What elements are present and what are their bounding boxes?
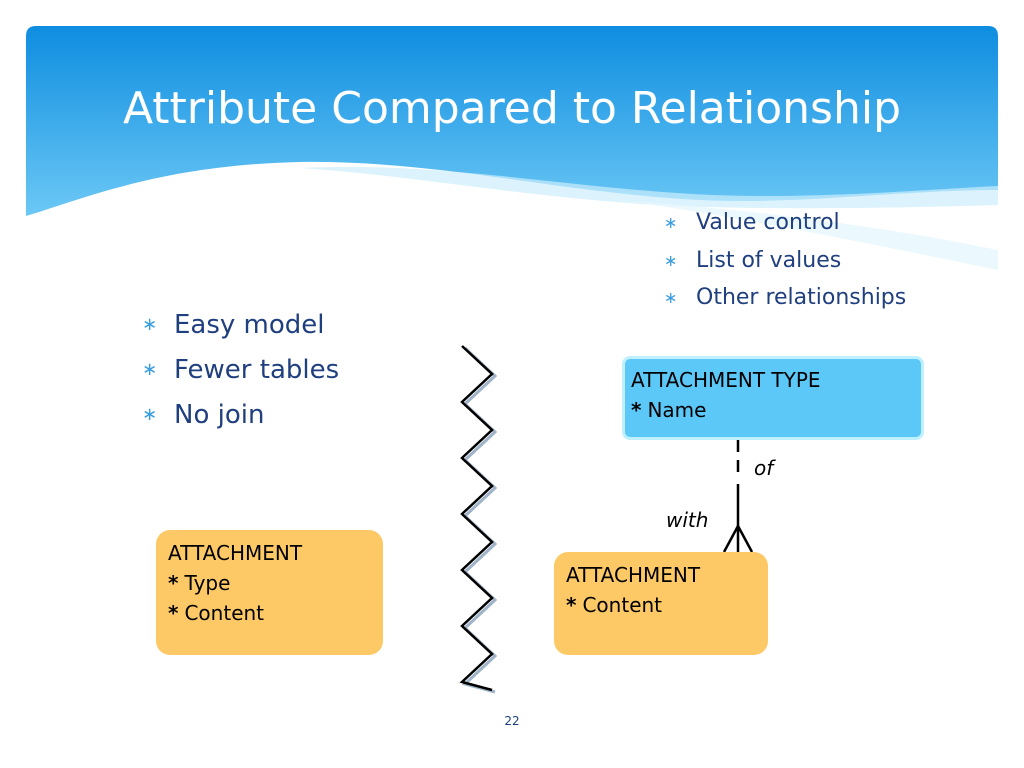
entity-attribute: *Content — [566, 590, 756, 620]
entity-attribute: *Type — [168, 568, 371, 598]
bullet-text: Other relationships — [696, 285, 907, 310]
entity-name: ATTACHMENT TYPE — [631, 368, 821, 392]
entity-attachment-right: ATTACHMENT *Content — [554, 552, 768, 655]
entity-attribute: *Name — [631, 395, 915, 425]
left-bullet-item: ∗ No join — [142, 396, 339, 441]
right-bullet-item: ∗ Other relationships — [664, 281, 906, 319]
bullet-icon: ∗ — [142, 359, 158, 380]
bullet-text: List of values — [696, 247, 842, 273]
bullet-text: Value control — [696, 210, 840, 235]
page-number: 22 — [504, 714, 520, 728]
right-bullet-list: ∗ Value control ∗ List of values ∗ Other re… — [664, 206, 906, 319]
header-background — [26, 26, 998, 270]
attribute-name: Type — [184, 571, 231, 595]
entity-attachment-left: ATTACHMENT *Type *Content — [156, 530, 383, 655]
attribute-name: Content — [184, 601, 265, 625]
mandatory-marker-icon: * — [631, 398, 642, 422]
attribute-name: Content — [582, 593, 663, 617]
crowfoot-icon — [722, 525, 754, 553]
bullet-icon: ∗ — [664, 288, 678, 307]
mandatory-marker-icon: * — [168, 601, 179, 625]
relationship-label-of: of — [754, 456, 774, 480]
bullet-text: Easy model — [174, 310, 325, 340]
bullet-icon: ∗ — [664, 213, 678, 232]
attribute-name: Name — [647, 398, 707, 422]
relationship-label-with: with — [666, 508, 709, 532]
left-bullet-list: ∗ Easy model ∗ Fewer tables ∗ No join — [142, 306, 339, 441]
bullet-text: No join — [174, 400, 265, 430]
right-bullet-item: ∗ List of values — [664, 244, 906, 282]
bullet-icon: ∗ — [664, 250, 678, 270]
entity-attribute: *Content — [168, 598, 371, 628]
entity-name: ATTACHMENT — [566, 563, 701, 587]
zigzag-divider-icon — [459, 345, 498, 694]
left-bullet-item: ∗ Easy model — [142, 306, 339, 351]
entity-attachment-type: ATTACHMENT TYPE *Name — [622, 356, 924, 440]
right-bullet-item: ∗ Value control — [664, 206, 906, 244]
entity-name: ATTACHMENT — [168, 541, 303, 565]
mandatory-marker-icon: * — [566, 593, 577, 617]
mandatory-marker-icon: * — [168, 571, 179, 595]
slide-title: Attribute Compared to Relationship — [122, 83, 902, 134]
bullet-icon: ∗ — [142, 404, 158, 425]
left-bullet-item: ∗ Fewer tables — [142, 351, 339, 396]
bullet-icon: ∗ — [142, 314, 158, 335]
bullet-text: Fewer tables — [174, 355, 340, 385]
